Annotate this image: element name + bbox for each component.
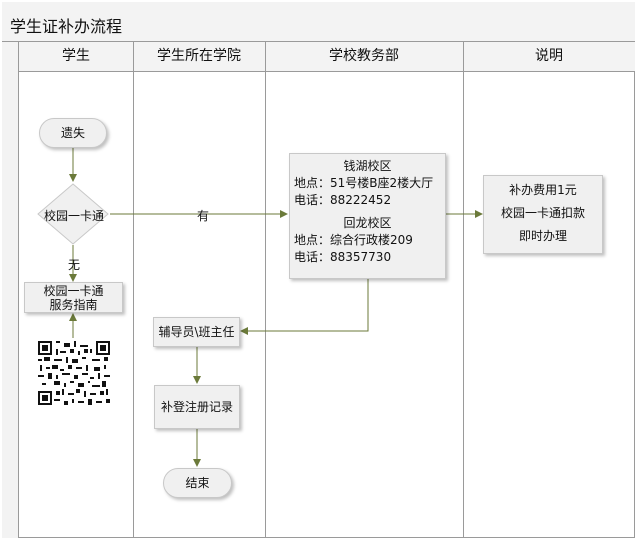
office-campus1: 钱湖校区 <box>343 159 392 173</box>
column-header-student: 学生 <box>62 48 90 64</box>
end-node-label: 结束 <box>185 476 210 490</box>
service-guide-node: 校园一卡通 服务指南 <box>24 282 123 313</box>
service-guide-line1: 校园一卡通 <box>43 284 104 298</box>
start-node-lost: 遗失 <box>39 118 107 148</box>
counselor-node: 辅导员\班主任 <box>153 317 240 347</box>
diagram-title: 学生证补办流程 <box>10 17 123 36</box>
register-label: 补登注册记录 <box>160 400 233 414</box>
edge-label-yes: 有 <box>197 209 210 223</box>
office-campus2: 回龙校区 <box>343 216 392 230</box>
counselor-label: 辅导员\班主任 <box>158 325 235 339</box>
decision-node <box>37 183 109 245</box>
service-guide-line2: 服务指南 <box>49 298 98 312</box>
note-immediate: 即时办理 <box>518 229 567 243</box>
edge-label-no: 无 <box>68 258 81 272</box>
office-phone1: 电话：88222452 <box>294 193 392 207</box>
office-address1: 地点：51号楼B座2楼大厅 <box>294 176 434 190</box>
arrow-office-to-counselor <box>240 279 369 335</box>
office-phone2: 电话：88357730 <box>294 250 392 264</box>
note-fee: 补办费用1元 <box>509 183 577 197</box>
column-header-academic-affairs: 学校教务部 <box>329 48 399 64</box>
office-address2: 地点：综合行政楼209 <box>294 233 413 247</box>
note-payment: 校园一卡通扣款 <box>500 206 585 220</box>
lane-strip <box>2 42 19 538</box>
column-header-notes: 说明 <box>535 48 563 64</box>
start-node-label: 遗失 <box>60 126 85 140</box>
lane-divider <box>133 42 134 538</box>
qr-code-image <box>38 341 110 405</box>
end-node: 结束 <box>163 468 232 498</box>
column-header-row: 学生 学生所在学院 学校教务部 说明 <box>19 42 635 72</box>
lane-divider <box>265 42 266 538</box>
academic-affairs-node: 钱湖校区 地点：51号楼B座2楼大厅 电话：88222452 回龙校区 地点：综… <box>289 153 446 279</box>
lane-divider <box>463 42 464 538</box>
column-header-college: 学生所在学院 <box>157 48 241 64</box>
register-node: 补登注册记录 <box>154 385 240 429</box>
decision-label: 校园一卡通 <box>43 209 104 223</box>
title-bar: 学生证补办流程 <box>2 2 635 42</box>
notes-node: 补办费用1元 校园一卡通扣款 即时办理 <box>483 175 603 254</box>
